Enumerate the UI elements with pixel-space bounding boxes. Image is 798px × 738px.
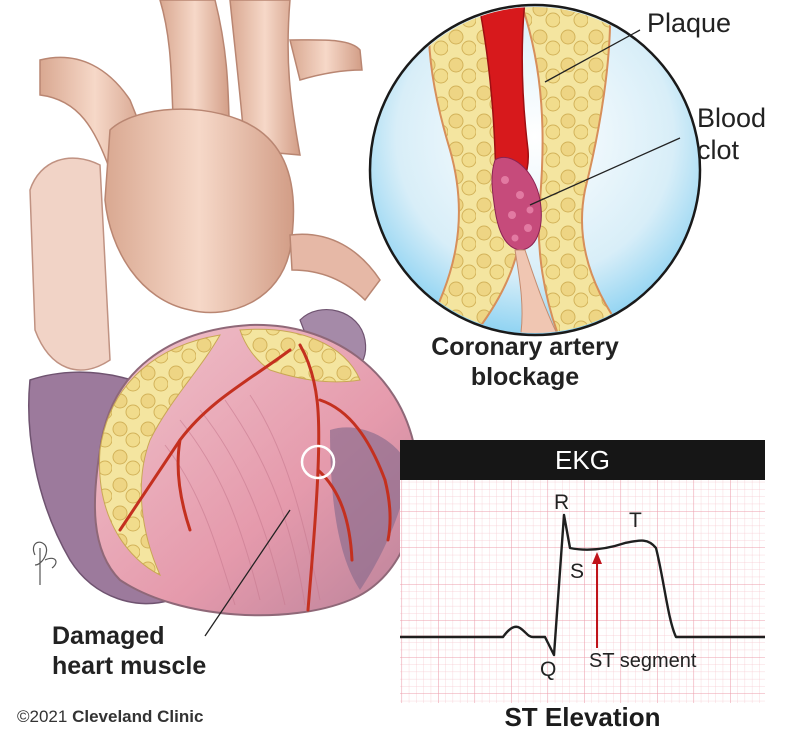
copyright-year: ©2021 — [17, 707, 67, 726]
plaque-label: Plaque — [647, 8, 731, 40]
coronary-blockage-label: Coronary artery blockage — [410, 333, 640, 392]
blood-clot-label-line1: Blood — [697, 103, 766, 135]
ekg-title: ST Elevation — [400, 702, 765, 733]
copyright-owner: Cleveland Clinic — [72, 707, 203, 726]
artist-signature — [33, 542, 56, 585]
coronary-label-line1: Coronary artery — [410, 333, 640, 363]
ekg-st-segment-label: ST segment — [589, 650, 696, 673]
damaged-label-line2: heart muscle — [52, 652, 206, 682]
ekg-q-label: Q — [540, 658, 556, 682]
ekg-header: EKG — [400, 440, 765, 480]
ekg-panel — [400, 480, 765, 703]
damaged-muscle-label: Damaged heart muscle — [52, 622, 206, 681]
ekg-r-label: R — [554, 491, 569, 515]
copyright-notice: ©2021 Cleveland Clinic — [17, 707, 203, 727]
coronary-label-line2: blockage — [410, 363, 640, 393]
damaged-label-line1: Damaged — [52, 622, 206, 652]
blood-clot-label-line2: clot — [697, 135, 766, 167]
ekg-t-label: T — [629, 509, 642, 533]
ekg-s-label: S — [570, 560, 584, 584]
blood-clot-label: Blood clot — [697, 103, 766, 167]
artery-zoom — [370, 0, 700, 340]
